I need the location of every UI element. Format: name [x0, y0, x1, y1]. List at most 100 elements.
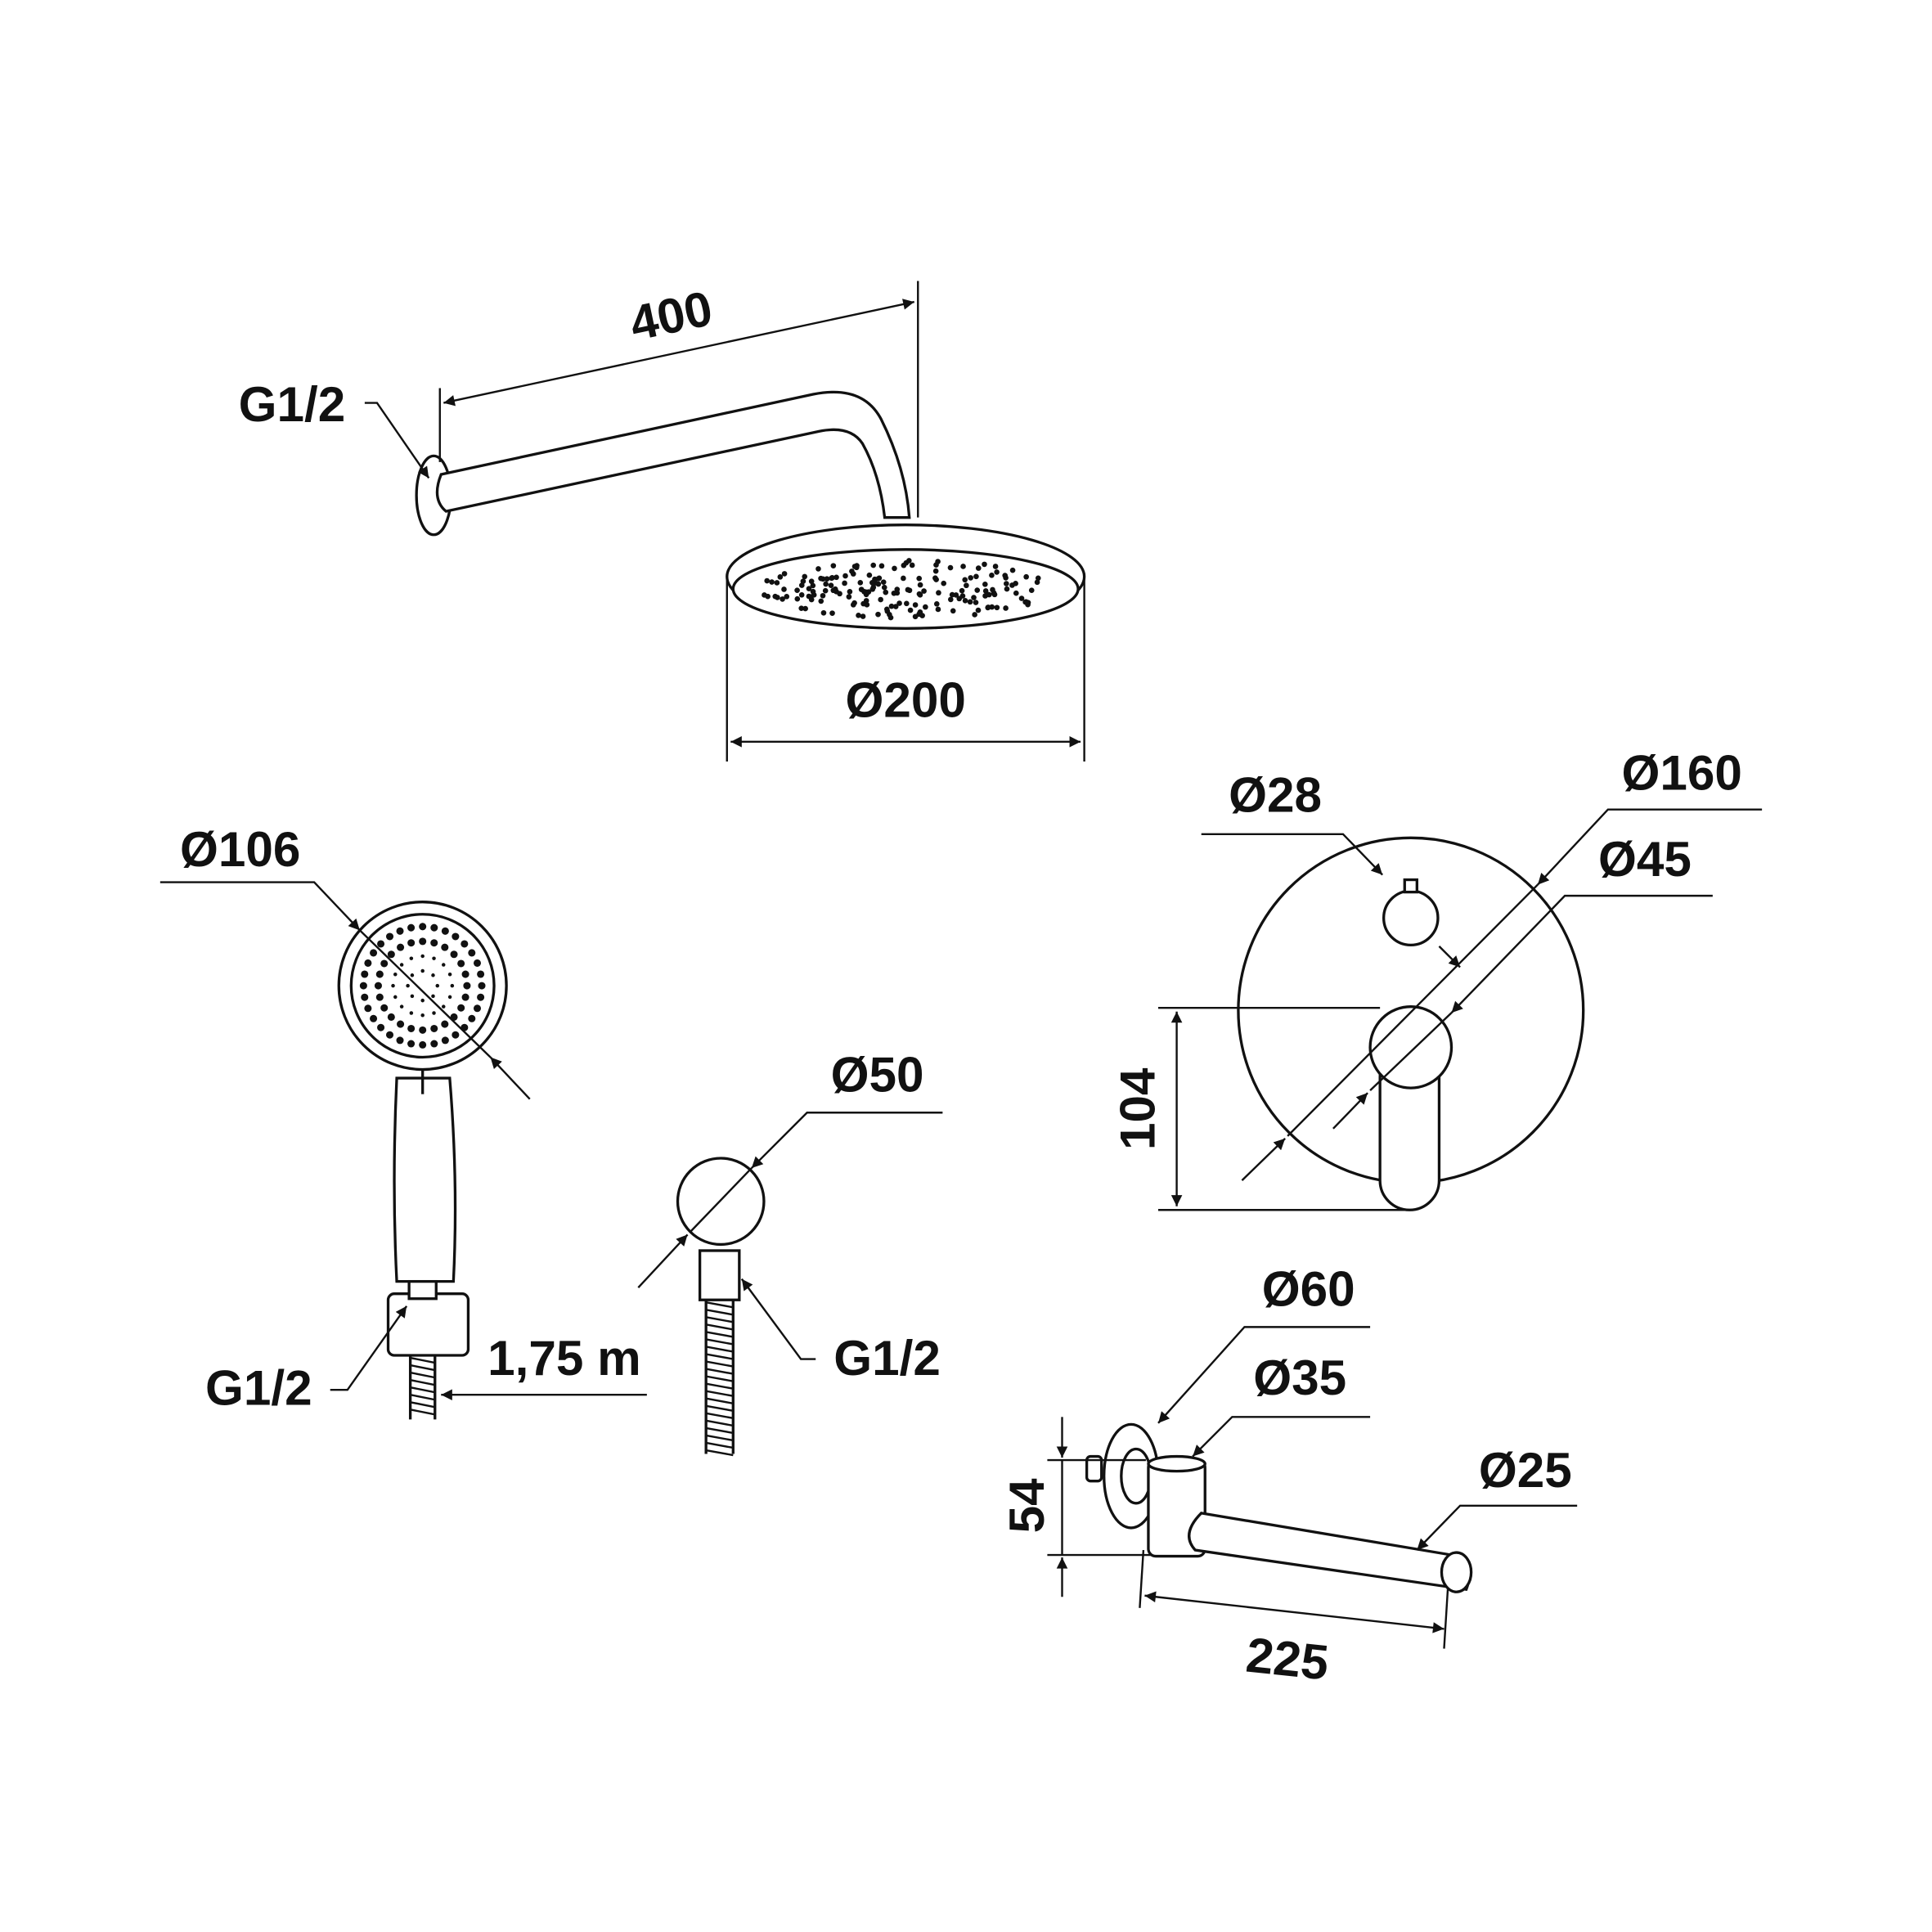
nozzle-dot — [863, 589, 869, 595]
nozzle-dot — [860, 600, 866, 607]
hand-connection-label: G1/2 — [205, 1359, 312, 1415]
nozzle-dot — [923, 604, 928, 610]
nozzle-dot — [950, 608, 956, 614]
nozzle-dot — [781, 571, 788, 577]
nozzle-dot — [406, 983, 410, 988]
nozzle-dot — [975, 565, 982, 571]
nozzle-dot — [420, 954, 425, 959]
nozzle-dot — [468, 1014, 476, 1022]
nozzle-dot — [887, 614, 894, 621]
nozzle-dot — [959, 587, 965, 594]
nozzle-dot — [370, 1014, 378, 1022]
nozzle-dot — [441, 963, 446, 967]
nozzle-dot — [892, 565, 897, 572]
nozzle-dot — [441, 943, 449, 951]
nozzle-dot — [781, 586, 787, 592]
mixer: Ø28 Ø160 Ø45 104 — [1109, 745, 1763, 1211]
nozzle-dot — [888, 603, 895, 609]
nozzle-dot — [972, 612, 977, 618]
nozzle-dot — [891, 590, 897, 596]
hose-length-label: 1,75 m — [487, 1330, 641, 1386]
spout-height-label: 54 — [999, 1478, 1054, 1534]
overhead-shower: 400 G1/2 Ø200 — [239, 280, 1086, 762]
nozzle-dot — [941, 580, 947, 586]
nozzle-dot — [818, 598, 824, 604]
nozzle-dot — [850, 571, 856, 577]
spout: Ø60 Ø35 Ø25 54 225 — [999, 1261, 1578, 1691]
nozzle-dot — [764, 577, 771, 584]
nozzle-dot — [818, 575, 824, 582]
nozzle-dot — [380, 959, 389, 968]
nozzle-dot — [974, 587, 981, 593]
nozzle-dot — [391, 983, 395, 988]
nozzle-dot — [461, 940, 469, 948]
nozzle-dot — [387, 950, 395, 959]
nozzle-dot — [851, 564, 858, 569]
nozzle-dot — [842, 580, 847, 586]
nozzle-dot — [860, 613, 866, 619]
nozzle-dot — [370, 949, 378, 957]
nozzle-dot — [380, 1004, 389, 1012]
nozzle-dot — [909, 562, 915, 568]
nozzle-dot — [798, 605, 805, 611]
nozzle-dot — [397, 1020, 405, 1028]
nozzle-dot — [870, 584, 877, 591]
outlet-connection-label: G1/2 — [833, 1330, 941, 1386]
nozzle-dot — [399, 963, 404, 967]
nozzle-dot — [1009, 567, 1016, 573]
nozzle-dot — [397, 943, 405, 951]
nozzle-dot — [385, 1031, 394, 1039]
nozzle-dot — [1003, 575, 1009, 581]
spout-flange-diameter-label: Ø60 — [1262, 1261, 1355, 1317]
nozzle-dot — [828, 582, 834, 588]
nozzle-dot — [473, 1004, 482, 1013]
nozzle-dot — [430, 1040, 438, 1048]
nozzle-dot — [982, 582, 988, 587]
nozzle-dot — [875, 611, 881, 618]
nozzle-dot — [1035, 575, 1041, 582]
nozzle-dot — [364, 959, 372, 967]
nozzle-dot — [1028, 587, 1035, 594]
nozzle-dot — [441, 1036, 449, 1045]
nozzle-dot — [473, 959, 482, 967]
nozzle-dot — [420, 1013, 425, 1018]
nozzle-dot — [959, 593, 966, 599]
nozzle-dot — [912, 602, 919, 608]
nozzle-dot — [359, 982, 367, 990]
hand-head-diameter-label: Ø106 — [180, 821, 300, 877]
nozzle-dot — [866, 572, 873, 578]
nozzle-dot — [393, 973, 398, 977]
nozzle-dot — [991, 590, 997, 596]
nozzle-dot — [377, 940, 385, 948]
nozzle-dot — [452, 1031, 460, 1039]
nozzle-dot — [892, 604, 899, 609]
nozzle-dot — [916, 575, 923, 582]
nozzle-dot — [896, 600, 902, 606]
nozzle-dot — [432, 956, 436, 960]
mixer-height-label: 104 — [1109, 1067, 1165, 1150]
nozzle-dot — [960, 564, 966, 569]
nozzle-dot — [457, 959, 465, 968]
nozzle-dot — [410, 973, 415, 977]
nozzle-dot — [447, 973, 452, 977]
nozzle-dot — [876, 575, 883, 582]
nozzle-dot — [478, 982, 486, 990]
nozzle-dot — [769, 579, 775, 585]
nozzle-dot — [881, 584, 887, 591]
nozzle-dot — [780, 596, 785, 602]
nozzle-dot — [387, 1013, 395, 1021]
nozzle-dot — [973, 600, 979, 605]
nozzle-dot — [820, 609, 827, 616]
nozzle-dot — [906, 558, 912, 564]
nozzle-dot — [932, 575, 938, 582]
head-diameter-label: Ø200 — [845, 672, 965, 728]
nozzle-dot — [878, 596, 883, 603]
nozzle-dot — [450, 950, 458, 959]
mixer-handle-diameter-label: Ø28 — [1229, 767, 1322, 823]
nozzle-dot — [994, 569, 1000, 575]
wall-outlet: Ø50 G1/2 — [637, 1047, 943, 1457]
nozzle-dot — [878, 563, 885, 569]
nozzle-dot — [823, 581, 829, 587]
nozzle-dot — [884, 608, 891, 614]
